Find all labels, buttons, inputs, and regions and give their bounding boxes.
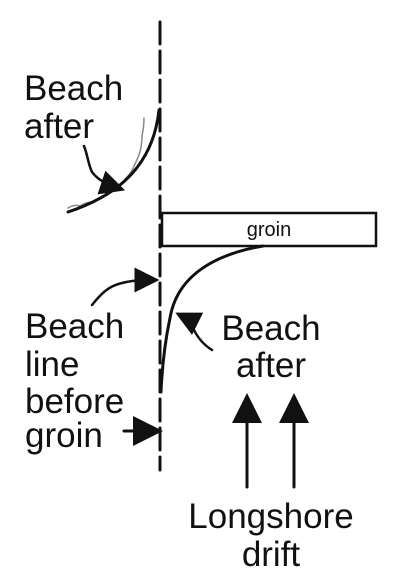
- label-beach-after-bottom-2: after: [236, 346, 306, 385]
- label-longshore-2: drift: [242, 535, 301, 574]
- label-beach-after-top-2: after: [24, 107, 94, 146]
- label-beach-line-2: line: [25, 345, 79, 384]
- label-beach-line-4: groin: [25, 416, 103, 455]
- label-beach-line-3: before: [25, 382, 124, 421]
- groin-box: [160, 211, 378, 248]
- label-longshore-1: Longshore: [188, 497, 353, 536]
- pointer-beach-after-bottom: [175, 312, 214, 352]
- pointer-beach-line: [90, 267, 160, 307]
- label-beach-line-1: Beach: [25, 307, 124, 346]
- beach-after-curve-bottom: [159, 244, 265, 394]
- pointer-beach-after-top: [82, 144, 126, 195]
- label-beach-after-top-1: Beach: [24, 69, 123, 108]
- label-beach-after-bottom-1: Beach: [221, 309, 320, 348]
- groin-label: groin: [247, 219, 291, 241]
